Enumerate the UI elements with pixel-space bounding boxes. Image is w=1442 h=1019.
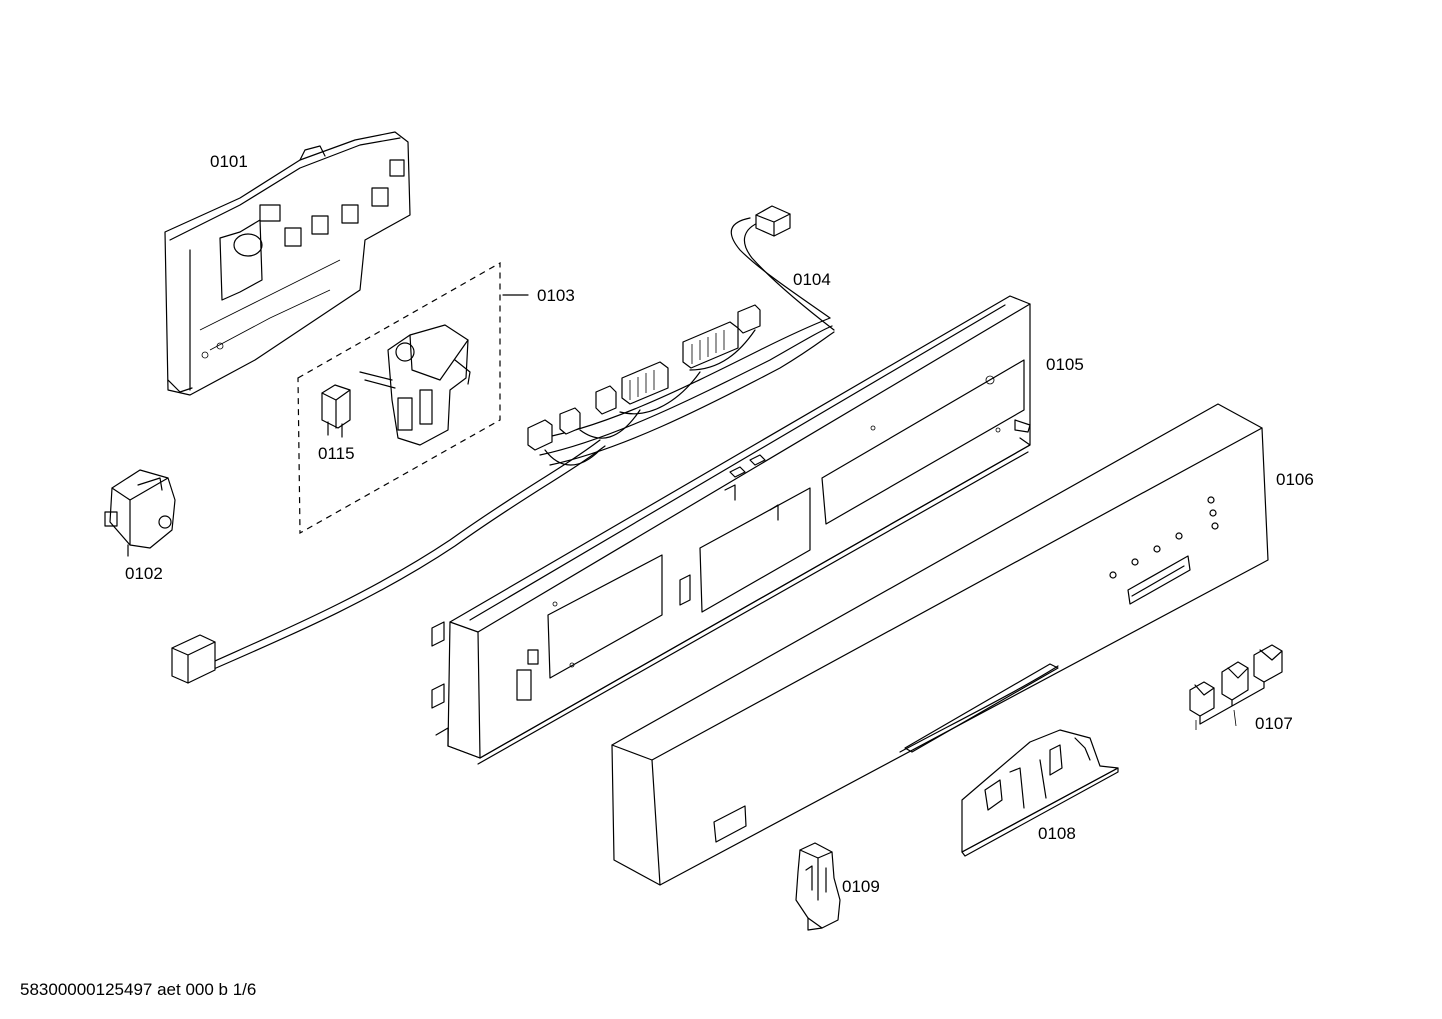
part-0107-button-set[interactable] [1189, 644, 1283, 730]
part-0115-suppressor[interactable] [321, 384, 351, 438]
label-0109: 0109 [842, 877, 880, 896]
drawing-number: 58300000125497 aet 000 b 1/6 [20, 980, 257, 999]
label-0101: 0101 [210, 152, 248, 171]
part-0104-wiring-harness[interactable] [171, 205, 835, 684]
part-0105-inner-panel[interactable] [431, 295, 1031, 765]
label-0115: 0115 [318, 444, 355, 463]
part-0106-front-fascia[interactable] [611, 403, 1269, 886]
part-0103-switch-assembly[interactable] [359, 324, 471, 446]
part-0108-handle[interactable] [961, 729, 1119, 857]
label-0103: 0103 [537, 286, 575, 305]
label-0104: 0104 [793, 270, 831, 289]
part-0101-control-module[interactable] [164, 131, 411, 396]
label-0106: 0106 [1276, 470, 1314, 489]
label-0102: 0102 [125, 564, 163, 583]
label-0107: 0107 [1255, 714, 1293, 733]
label-0108: 0108 [1038, 824, 1076, 843]
part-0109-clip[interactable] [795, 842, 841, 931]
label-0105: 0105 [1046, 355, 1084, 374]
part-0102-bracket-assembly[interactable] [104, 469, 176, 557]
group-0103-outline [297, 261, 529, 535]
